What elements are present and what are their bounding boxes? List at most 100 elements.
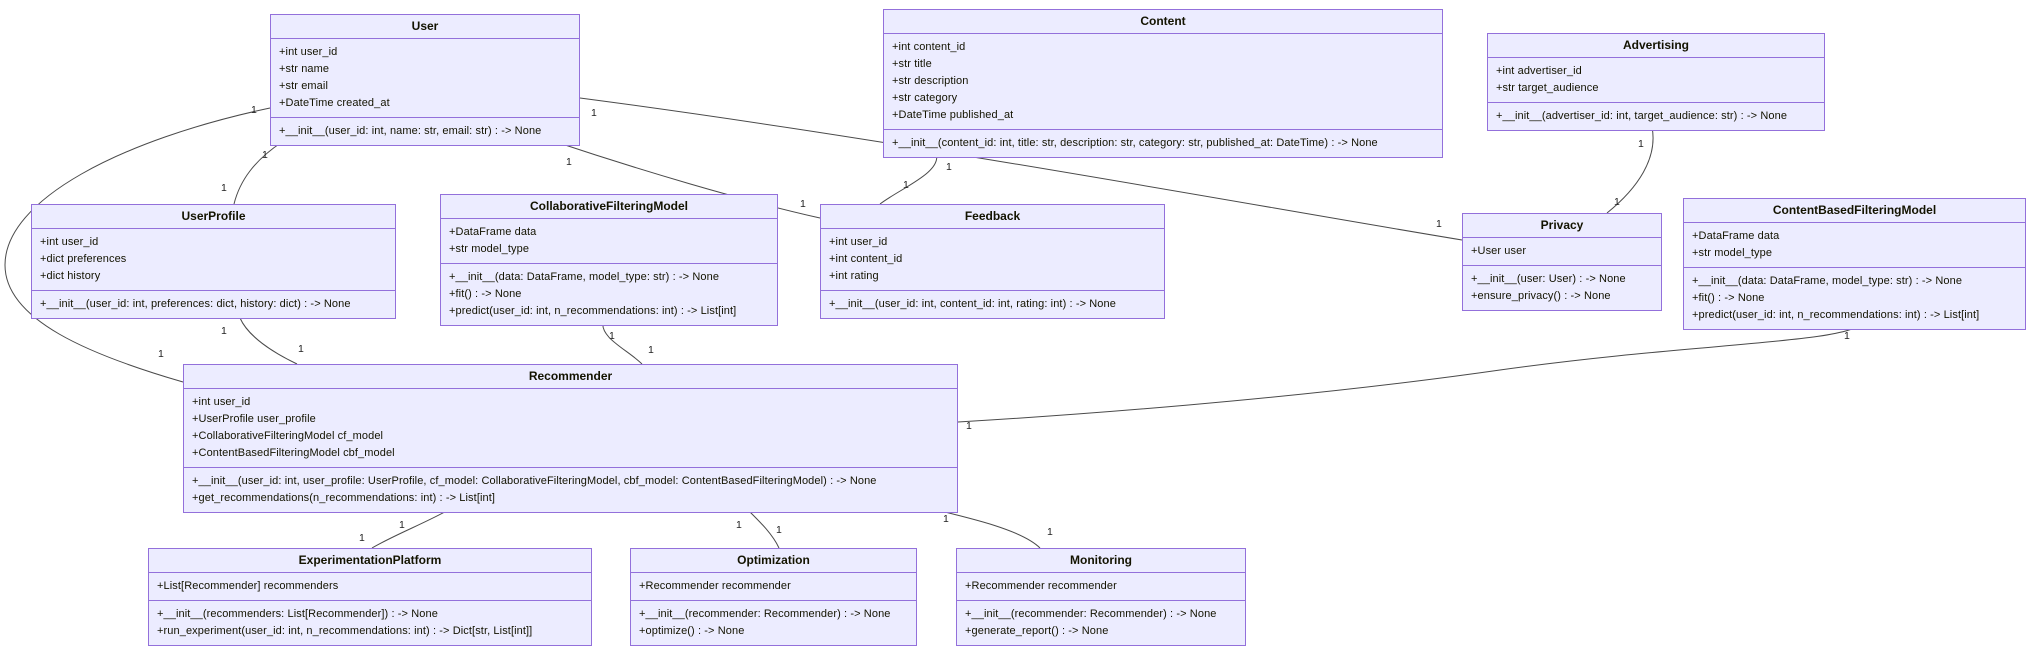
- multiplicity-label: 1: [221, 182, 227, 194]
- attribute: +str description: [892, 75, 969, 87]
- attribute: +Recommender recommender: [965, 580, 1117, 592]
- edge-UserProfile-Recommender: [239, 317, 298, 365]
- class-attributes: +int user_id +dict preferences +dict histo…: [32, 229, 395, 290]
- method: +__init__(user: User) : -> None: [1471, 273, 1626, 285]
- attribute: +User user: [1471, 245, 1527, 257]
- multiplicity-label: 1: [1436, 218, 1442, 230]
- class-title: Advertising: [1488, 34, 1824, 58]
- class-methods: +__init__(user_id: int, name: str, email…: [271, 117, 579, 145]
- class-attributes: +DataFrame data +str model_type: [1684, 223, 2025, 267]
- class-title: Monitoring: [957, 549, 1245, 573]
- class-attributes: +int user_id+int content_id+int rating: [821, 229, 1164, 290]
- attribute: +dict history: [40, 270, 101, 282]
- attribute: +DateTime created_at: [279, 97, 390, 109]
- class-attributes: +int user_id +UserProfile user_profile +Co…: [184, 389, 957, 467]
- multiplicity-label: 1: [591, 107, 597, 119]
- attribute: +DataFrame data: [449, 226, 537, 238]
- class-box-CollaborativeFilteringModel: CollaborativeFilteringModel +DataFrame da…: [440, 194, 778, 326]
- class-box-Monitoring: Monitoring +Recommender recommender +__ini…: [956, 548, 1246, 646]
- edge-Recommender-ExperimentationPlatform: [371, 507, 453, 549]
- attribute: +DateTime published_at: [892, 109, 1014, 121]
- method: +run_experiment(user_id: int, n_recommen…: [157, 625, 533, 637]
- attribute: +str model_type: [1692, 247, 1773, 259]
- class-methods: +__init__(user_id: int, user_profile: Us…: [184, 467, 957, 512]
- class-title: CollaborativeFilteringModel: [441, 195, 777, 219]
- multiplicity-label: 1: [158, 348, 164, 360]
- method: +__init__(recommenders: List[Recommender…: [157, 608, 438, 620]
- attribute: +str model_type: [449, 243, 530, 255]
- multiplicity-label: 1: [800, 198, 806, 210]
- class-title: Privacy: [1463, 214, 1661, 238]
- attribute: +str title: [892, 58, 932, 70]
- multiplicity-label: 1: [359, 532, 365, 544]
- attribute: +str email: [279, 80, 328, 92]
- class-methods: +__init__(recommenders: List[Recommender…: [149, 600, 591, 645]
- class-title: Recommender: [184, 365, 957, 389]
- edge-User-Feedback: [555, 141, 821, 219]
- attribute: +str name: [279, 63, 330, 75]
- multiplicity-label: 1: [566, 156, 572, 168]
- class-title: ExperimentationPlatform: [149, 549, 591, 573]
- multiplicity-label: 1: [736, 519, 742, 531]
- class-title: ContentBasedFilteringModel: [1684, 199, 2025, 223]
- method: +__init__(user_id: int, content_id: int,…: [829, 298, 1116, 310]
- attribute: +int user_id: [40, 236, 99, 248]
- multiplicity-label: 1: [1047, 526, 1053, 538]
- method: +__init__(user_id: int, name: str, email…: [279, 125, 542, 137]
- class-box-User: User +int user_id +str name +str email +Date…: [270, 14, 580, 146]
- attribute: +str category: [892, 92, 958, 104]
- method: +__init__(data: DataFrame, model_type: s…: [449, 271, 720, 283]
- attribute: +DataFrame data: [1692, 230, 1780, 242]
- attribute: +int user_id: [829, 236, 888, 248]
- multiplicity-label: 1: [221, 325, 227, 337]
- method: +predict(user_id: int, n_recommendations…: [449, 305, 737, 317]
- edge-Advertising-Privacy: [1606, 126, 1654, 214]
- method: +__init__(content_id: int, title: str, d…: [892, 137, 1378, 149]
- attribute: +int content_id: [892, 41, 966, 53]
- attribute: +UserProfile user_profile: [192, 413, 316, 425]
- multiplicity-label: 1: [943, 513, 949, 525]
- multiplicity-label: 1: [262, 149, 268, 161]
- class-box-ExperimentationPlatform: ExperimentationPlatform +List[Recommender…: [148, 548, 592, 646]
- class-methods: +__init__(recommender: Recommender) : ->…: [957, 600, 1245, 645]
- multiplicity-label: 1: [1614, 196, 1620, 208]
- multiplicity-label: 1: [1638, 138, 1644, 150]
- method: +__init__(recommender: Recommender) : ->…: [639, 608, 891, 620]
- method: +ensure_privacy() : -> None: [1471, 290, 1611, 302]
- class-box-Privacy: Privacy +User user +__init__(user: User) :…: [1462, 213, 1662, 311]
- edge-Content-Feedback: [879, 152, 938, 205]
- class-box-Content: Content+int content_id+str title+str des…: [883, 9, 1443, 158]
- class-methods: +__init__(user_id: int, preferences: dic…: [32, 290, 395, 318]
- multiplicity-label: 1: [648, 344, 654, 356]
- class-box-Optimization: Optimization+Recommender recommender+__i…: [630, 548, 917, 646]
- multiplicity-label: 1: [1844, 330, 1850, 342]
- class-box-Recommender: Recommender +int user_id +UserProfile user…: [183, 364, 958, 513]
- class-title: Feedback: [821, 205, 1164, 229]
- method: +predict(user_id: int, n_recommendations…: [1692, 309, 1980, 321]
- method: +get_recommendations(n_recommendations: …: [192, 492, 496, 504]
- attribute: +dict preferences: [40, 253, 127, 265]
- attribute: +int user_id: [192, 396, 251, 408]
- method: +fit() : -> None: [1692, 292, 1765, 304]
- method: +fit() : -> None: [449, 288, 522, 300]
- multiplicity-label: 1: [966, 420, 972, 432]
- edge-Recommender-Optimization: [745, 507, 780, 549]
- multiplicity-label: 1: [399, 519, 405, 531]
- class-methods: +__init__(recommender: Recommender) : ->…: [631, 600, 916, 645]
- class-methods: +__init__(user_id: int, content_id: int,…: [821, 290, 1164, 318]
- method: +optimize() : -> None: [639, 625, 745, 637]
- multiplicity-label: 1: [903, 179, 909, 191]
- attribute: +List[Recommender] recommenders: [157, 580, 339, 592]
- attribute: +CollaborativeFilteringModel cf_model: [192, 430, 384, 442]
- edge-ContentBasedFilteringModel-Recommender: [957, 321, 1866, 423]
- attribute: +int content_id: [829, 253, 903, 265]
- class-title: User: [271, 15, 579, 39]
- class-attributes: +User user: [1463, 238, 1661, 265]
- attribute: +ContentBasedFilteringModel cbf_model: [192, 447, 395, 459]
- attribute: +Recommender recommender: [639, 580, 791, 592]
- class-title: UserProfile: [32, 205, 395, 229]
- attribute: +int user_id: [279, 46, 338, 58]
- class-attributes: +Recommender recommender: [631, 573, 916, 600]
